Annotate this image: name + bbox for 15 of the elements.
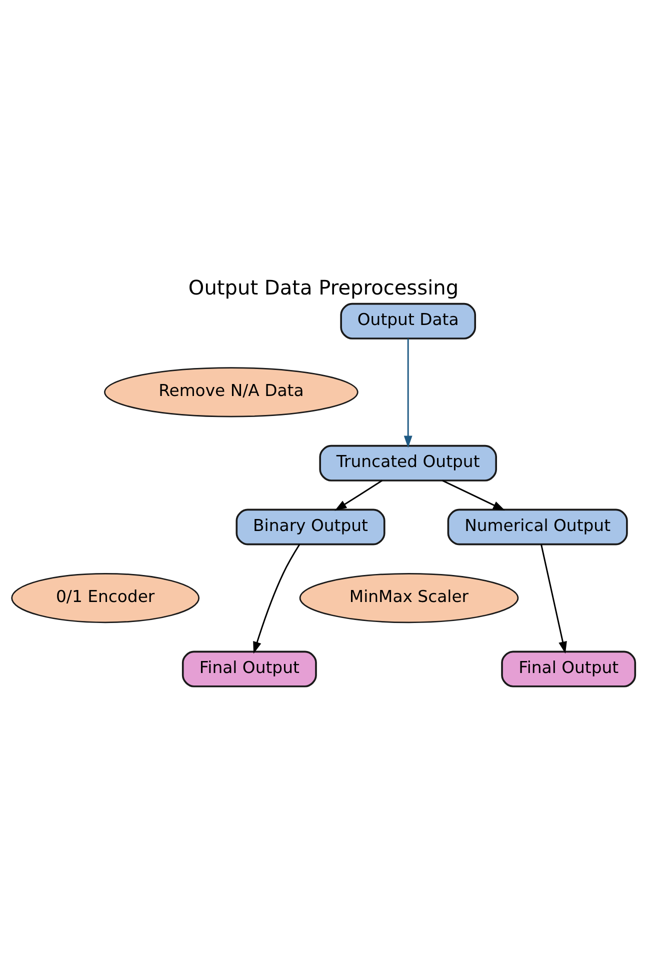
node-box: Truncated Output [319,444,497,481]
arrow [540,544,567,654]
arrow [253,543,300,654]
arrow [334,479,383,510]
node-box: Final Output [182,650,317,687]
node-ellipse: Remove N/A Data [104,366,358,417]
node-box: Output Data [340,302,476,339]
arrow [442,479,506,510]
node-box: Numerical Output [447,508,628,545]
node-box: Final Output [501,650,636,687]
node-ellipse: 0/1 Encoder [11,572,200,623]
node-box: Binary Output [236,508,386,545]
node-ellipse: MinMax Scaler [299,572,519,623]
arrow [404,338,412,448]
diagram-title: Output Data Preprocessing [188,274,459,299]
